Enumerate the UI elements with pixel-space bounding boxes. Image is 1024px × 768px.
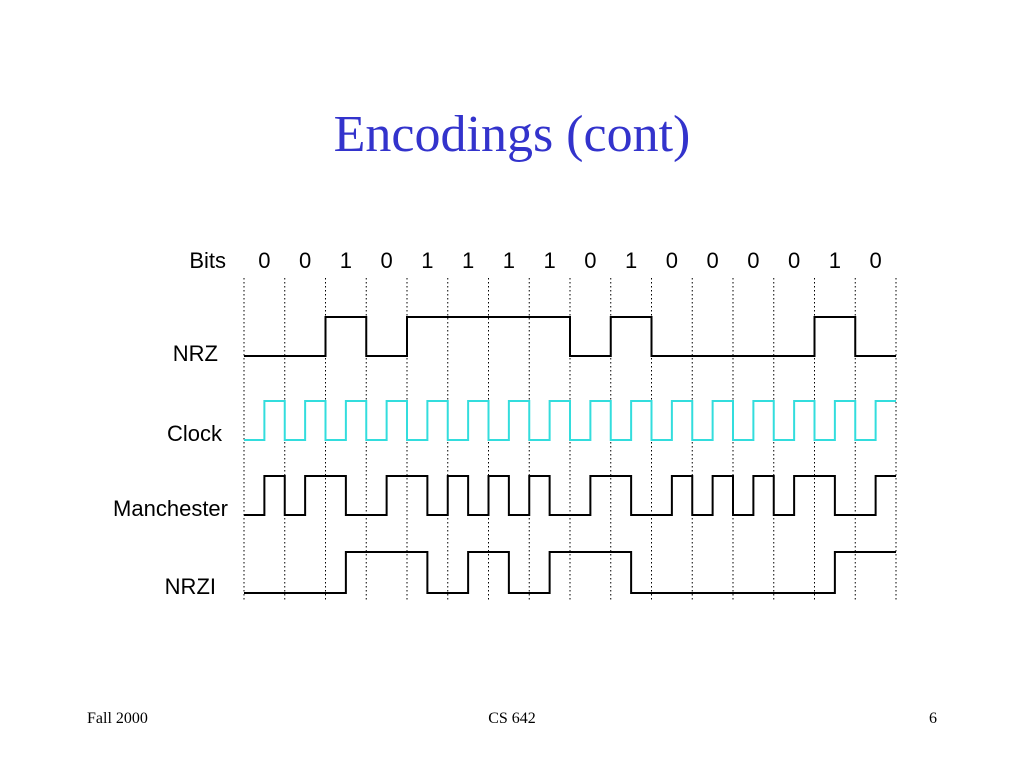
bit-value: 1 <box>462 248 474 273</box>
slide-title: Encodings (cont) <box>333 106 691 163</box>
bit-value: 1 <box>503 248 515 273</box>
bit-value: 1 <box>340 248 352 273</box>
bit-value: 1 <box>625 248 637 273</box>
bit-value: 0 <box>707 248 719 273</box>
footer-page-number: 6 <box>929 710 937 727</box>
bit-value: 0 <box>747 248 759 273</box>
bit-value: 0 <box>666 248 678 273</box>
row-label-bits: Bits <box>189 248 226 273</box>
bit-value: 0 <box>299 248 311 273</box>
bit-value: 0 <box>788 248 800 273</box>
bit-value: 1 <box>829 248 841 273</box>
row-label-nrzi: NRZI <box>165 574 216 599</box>
bit-value: 0 <box>381 248 393 273</box>
row-label-nrz: NRZ <box>173 341 218 366</box>
bit-value: 0 <box>870 248 882 273</box>
bit-value: 0 <box>258 248 270 273</box>
nrz-waveform <box>244 316 896 357</box>
manchester-waveform <box>244 475 896 516</box>
bit-value: 0 <box>584 248 596 273</box>
bit-value: 1 <box>421 248 433 273</box>
footer-course: CS 642 <box>488 710 536 727</box>
nrzi-waveform <box>244 551 896 594</box>
row-label-clock: Clock <box>167 421 223 446</box>
row-label-manchester: Manchester <box>113 496 228 521</box>
footer-date: Fall 2000 <box>87 710 148 727</box>
clock-waveform <box>244 400 896 441</box>
bit-value: 1 <box>544 248 556 273</box>
bit-values: 0 0 1 0 1 1 1 1 0 1 0 0 0 0 1 0 <box>258 248 882 273</box>
